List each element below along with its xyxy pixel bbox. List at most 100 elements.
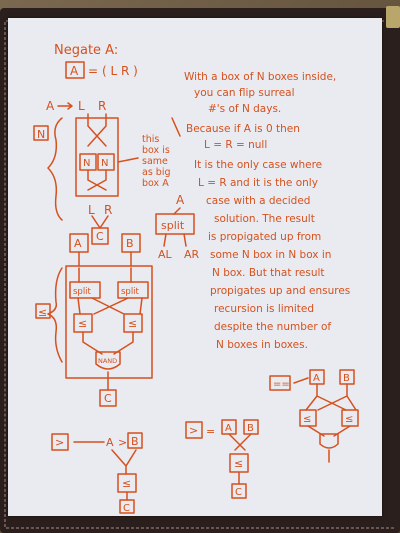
negate-merge: [91, 215, 109, 229]
eq-diagram: == A B ≤ ≤: [269, 369, 359, 463]
leq-to-splits: [78, 267, 132, 283]
split-input: A: [176, 193, 185, 207]
leq-input-b: B: [126, 237, 134, 250]
note-line-4: Because if A is 0 then: [186, 123, 300, 135]
note-line-6: It is the only case where: [194, 159, 322, 171]
leq-label-box: [35, 303, 51, 319]
gt-expr-op: >: [118, 436, 127, 449]
leq-diagram: A B ≤ split split ≤ ≤ NAND C: [35, 233, 153, 407]
split-out-ar: AR: [184, 248, 200, 261]
note-line-12: N box. But that result: [212, 267, 325, 279]
notes-block: With a box of N boxes inside, you can fl…: [171, 71, 354, 351]
leq-cmp-left-label: ≤: [78, 317, 87, 330]
leq-outer-box: [65, 265, 153, 379]
title-a: A: [70, 64, 79, 78]
note-line-7: L = R and it is the only: [198, 177, 318, 189]
notes-text: With a box of N boxes inside, you can fl…: [184, 71, 354, 351]
note-line-9: solution. The result: [214, 213, 315, 225]
binder-stitch-left: [4, 22, 6, 527]
binder-corner-clip: [386, 6, 400, 28]
title-rhs: ( L R ): [102, 64, 138, 78]
title-block: Negate A: A = ( L R ): [54, 43, 138, 79]
gt-label: >: [55, 436, 64, 449]
gt-expr-rhs-box: [127, 432, 143, 449]
leq-split-left-label: split: [73, 287, 92, 297]
handwritten-diagrams: Negate A: A = ( L R ) A L R N N N this b…: [33, 43, 359, 514]
gt-expr-rhs: B: [131, 435, 139, 448]
gt2-b: B: [247, 423, 254, 434]
negate-result-box: [91, 227, 109, 245]
leq-brace: [47, 267, 63, 363]
negate-inner-n2: N: [101, 158, 108, 169]
leq-nand-gate: [95, 351, 121, 370]
notes-tick: [171, 117, 181, 137]
title-eq: =: [88, 64, 98, 78]
negate-out-l: L: [78, 99, 85, 113]
note-line-11: some N box in N box in: [210, 249, 331, 261]
gt-leq-label: ≤: [122, 477, 131, 490]
note-line-5: L = R = null: [204, 139, 267, 151]
negate-lr-r: R: [104, 203, 112, 217]
negate-brace: [47, 117, 63, 221]
eq-label: ==: [273, 379, 290, 390]
note-line-10: is propigated up from: [208, 231, 321, 243]
binder-stitch-bottom: [6, 527, 394, 529]
leq-input-lines: [78, 251, 132, 267]
note-line-15: despite the number of: [214, 321, 331, 333]
gt-diagram: > A > B ≤ C: [51, 432, 143, 514]
negate-lr-l: L: [88, 203, 95, 217]
page-title: Negate A:: [54, 43, 118, 58]
negate-pointer: [117, 157, 139, 163]
leq-result: C: [104, 392, 112, 405]
gt-label-box: [51, 433, 69, 451]
negate-crossing: [87, 113, 107, 147]
leq-input-a: A: [74, 237, 82, 250]
negate-n-label: N: [37, 128, 45, 141]
note-line-14: recursion is limited: [214, 303, 314, 315]
note-line-8: case with a decided: [206, 195, 310, 207]
split-diagram: A split AL AR: [155, 193, 200, 261]
note-line-3: #'s of N days.: [208, 103, 281, 115]
negate-result: C: [96, 230, 104, 243]
eq-gate: [319, 433, 339, 449]
negate-outer-box: [75, 117, 119, 197]
eq-b: B: [343, 373, 350, 384]
leq-label: ≤: [38, 306, 47, 319]
eq-split-wires: [305, 383, 357, 411]
gt-diagram-2: > = A B ≤ C: [185, 419, 259, 499]
eq-leq-left-label: ≤: [303, 414, 311, 425]
note-line-13: propigates up and ensures: [210, 285, 350, 297]
gt2-label: >: [189, 424, 198, 437]
gt2-result-box: [231, 483, 247, 499]
leq-split-left: [69, 281, 101, 299]
leq-split-right: [117, 281, 149, 299]
negate-arrow: [57, 102, 73, 110]
gt2-leq-label: ≤: [234, 457, 243, 470]
eq-a: A: [313, 373, 320, 384]
split-out-al: AL: [158, 248, 173, 261]
gt-result-box: [119, 499, 135, 514]
eq-arrow: [293, 377, 309, 384]
gt-result: C: [123, 503, 130, 514]
leq-cross-wires: [77, 297, 143, 315]
gt2-cross: [228, 433, 252, 451]
negate-inner-n1: N: [83, 158, 90, 169]
gt2-result: C: [235, 487, 242, 498]
negate-annotation: this box is same as big box A: [142, 134, 174, 189]
gt2-a: A: [225, 423, 232, 434]
gt-expr-lhs: A: [106, 436, 114, 449]
leq-to-nand: [82, 331, 134, 355]
leq-result-box: [99, 389, 117, 407]
note-line-16: N boxes in boxes.: [216, 339, 308, 351]
handwritten-paper: Negate A: A = ( L R ) A L R N N N this b…: [8, 18, 382, 516]
gt-merge: [111, 449, 137, 475]
split-box: [155, 213, 195, 235]
negate-out-r: R: [98, 99, 106, 113]
split-out-lines: [163, 233, 187, 247]
leq-nand-label: NAND: [98, 357, 117, 365]
negate-diagram: A L R N N N this box is same as big box …: [33, 99, 174, 245]
negate-crossing-lower: [87, 169, 107, 191]
title-a-box: [65, 61, 85, 79]
eq-label-box: [269, 375, 291, 391]
negate-n-label-box: [33, 125, 49, 141]
